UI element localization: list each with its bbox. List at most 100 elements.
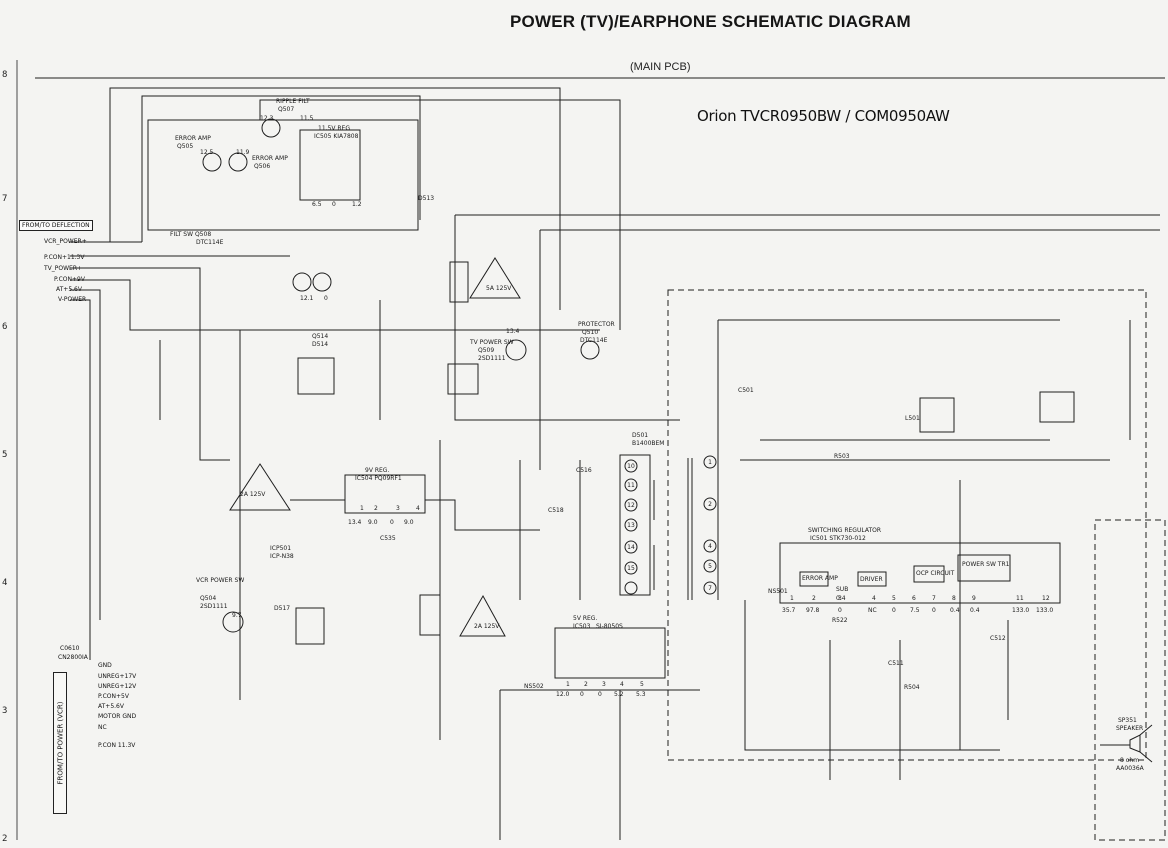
t501-pins: 10 11 12 13 14 15 1 2 4 5 7 [627, 459, 712, 592]
t501-pin-num: 5 [708, 563, 712, 570]
ripple-filter-block [147, 119, 419, 231]
q509-symbol [505, 339, 527, 361]
wire [454, 215, 680, 421]
ic501-pin-voltage: 0 [932, 607, 936, 614]
sp351-label: SP351 [1118, 717, 1137, 724]
ic504-pin-num: 4 [416, 505, 420, 512]
fuse-f504 [419, 594, 441, 636]
speaker-cone [1139, 724, 1153, 736]
line-filter-l502 [1039, 391, 1075, 423]
ic501-pin-voltage: 7.5 [910, 607, 920, 614]
voltage: 0 [324, 295, 328, 302]
fuse-f503 [449, 261, 469, 303]
d501-diode-array [619, 454, 651, 596]
ic501-pin-voltage: 0.4 [950, 607, 960, 614]
deflection-connector-label: FROM/TO DEFLECTION [19, 220, 93, 231]
ic503-pin-voltage: 5.3 [636, 691, 646, 698]
ic501-pin-num: 1 [790, 595, 794, 602]
ic501-ocp [913, 565, 945, 583]
q509-label: Q509 [478, 347, 494, 354]
q510-part: DTC114E [580, 337, 608, 344]
t501-pin-num: 10 [627, 463, 635, 470]
ic501-pin-num: 6 [912, 595, 916, 602]
q507-label: Q507 [278, 106, 294, 113]
ic501-pin-num: 8 [952, 595, 956, 602]
t501-pin [703, 581, 717, 595]
signal-pcon-9v: P.CON+9V [54, 276, 85, 283]
ic504-pin-num: 3 [396, 505, 400, 512]
ic501-sub-label: SUB [836, 586, 848, 593]
l501-label: L501 [905, 415, 920, 422]
d501-part: B1400BEM [632, 440, 664, 447]
wire [744, 600, 1000, 751]
t501-pin-num: 13 [627, 522, 635, 529]
ic501-pin-num: 2 [812, 595, 816, 602]
icp501-label: ICP501 [270, 545, 291, 552]
ic503-part: SI-8050S [596, 623, 623, 630]
t501-pin-num: 12 [627, 502, 635, 509]
c501-label: C501 [738, 387, 754, 394]
q510-label: Q510 [582, 329, 598, 336]
ic503-pin-num: 3 [602, 681, 606, 688]
speaker-region [1094, 519, 1166, 841]
voltage: 11.9 [236, 149, 250, 156]
vcr-signal-unreg12: UNREG+12V [98, 683, 137, 690]
q504-symbol [222, 611, 244, 633]
t501-transformer [649, 458, 693, 600]
q507-symbol [261, 118, 281, 138]
tv-power-sw-label: TV POWER SW [469, 339, 514, 346]
ic501-pin-num: 4 [872, 595, 876, 602]
edge-number: 7 [2, 194, 8, 204]
ic504-label: IC504 PQ09RF1 [355, 475, 402, 482]
voltage: 1.2 [352, 201, 362, 208]
ic502-block [295, 607, 325, 645]
q505-symbol [202, 152, 222, 172]
protector-label: PROTECTOR [578, 321, 615, 328]
ic501-pin-num: 12 [1042, 595, 1050, 602]
t501-pin-num: 2 [708, 501, 712, 508]
ic501-pin-voltage: 97.8 [806, 607, 820, 614]
wire [70, 279, 600, 331]
t501-pin [703, 539, 717, 553]
ic503-pin-num: 5 [640, 681, 644, 688]
ic503-pin-voltage: 12.0 [556, 691, 570, 698]
edge-number: 6 [2, 322, 8, 332]
ripple-filt-label: RIPPLE FILT [276, 98, 310, 105]
t501-pin-num: 4 [708, 543, 712, 550]
speaker-symbol [1129, 734, 1141, 753]
ic504-box [344, 474, 426, 514]
edge-number: 5 [2, 450, 8, 460]
d517-label: D517 [274, 605, 290, 612]
t501-pin-num: 15 [627, 565, 635, 572]
ic501-driver-label: DRIVER [860, 576, 883, 583]
vcr-signal-at56: AT+5.6V [98, 703, 124, 710]
fuse-warning-triangle [469, 257, 521, 299]
filt-sw-label: FILT SW Q508 [170, 231, 211, 238]
ic501-pin-num: 11 [1016, 595, 1024, 602]
ic501-pin-voltage: 0 [838, 607, 842, 614]
t501-pin [624, 478, 638, 492]
speaker-imp: 8 ohm [1120, 757, 1139, 764]
filt-sw-part: DTC114E [196, 239, 224, 246]
ic501-pin-voltage: 133.0 [1012, 607, 1029, 614]
q508-symbol [292, 272, 312, 292]
ic501-pin-voltage: 133.0 [1036, 607, 1053, 614]
error-amp2-label: ERROR AMP [252, 155, 288, 162]
q506-label: Q506 [254, 163, 270, 170]
voltage: 12.1 [300, 295, 314, 302]
voltage: 13.4 [506, 328, 520, 335]
c512-label: C512 [990, 635, 1006, 642]
ns501-label: NS501 [768, 588, 788, 595]
fuse2-label: 5A 125V [486, 285, 512, 292]
vcr-signal-gnd: GND [98, 662, 112, 669]
ic501-pin-voltage: NC [868, 607, 877, 614]
signal-pcon-11: P.CON+11.3V [44, 254, 85, 261]
ic504-pin-voltage: 0 [390, 519, 394, 526]
vcr-power-sw-label: VCR POWER SW [196, 577, 244, 584]
voltage: 0.4 [836, 595, 846, 602]
t501-pin [624, 518, 638, 532]
t501-pin [624, 561, 638, 575]
speaker-label: SPEAKER [1116, 725, 1143, 732]
q506-symbol [228, 152, 248, 172]
